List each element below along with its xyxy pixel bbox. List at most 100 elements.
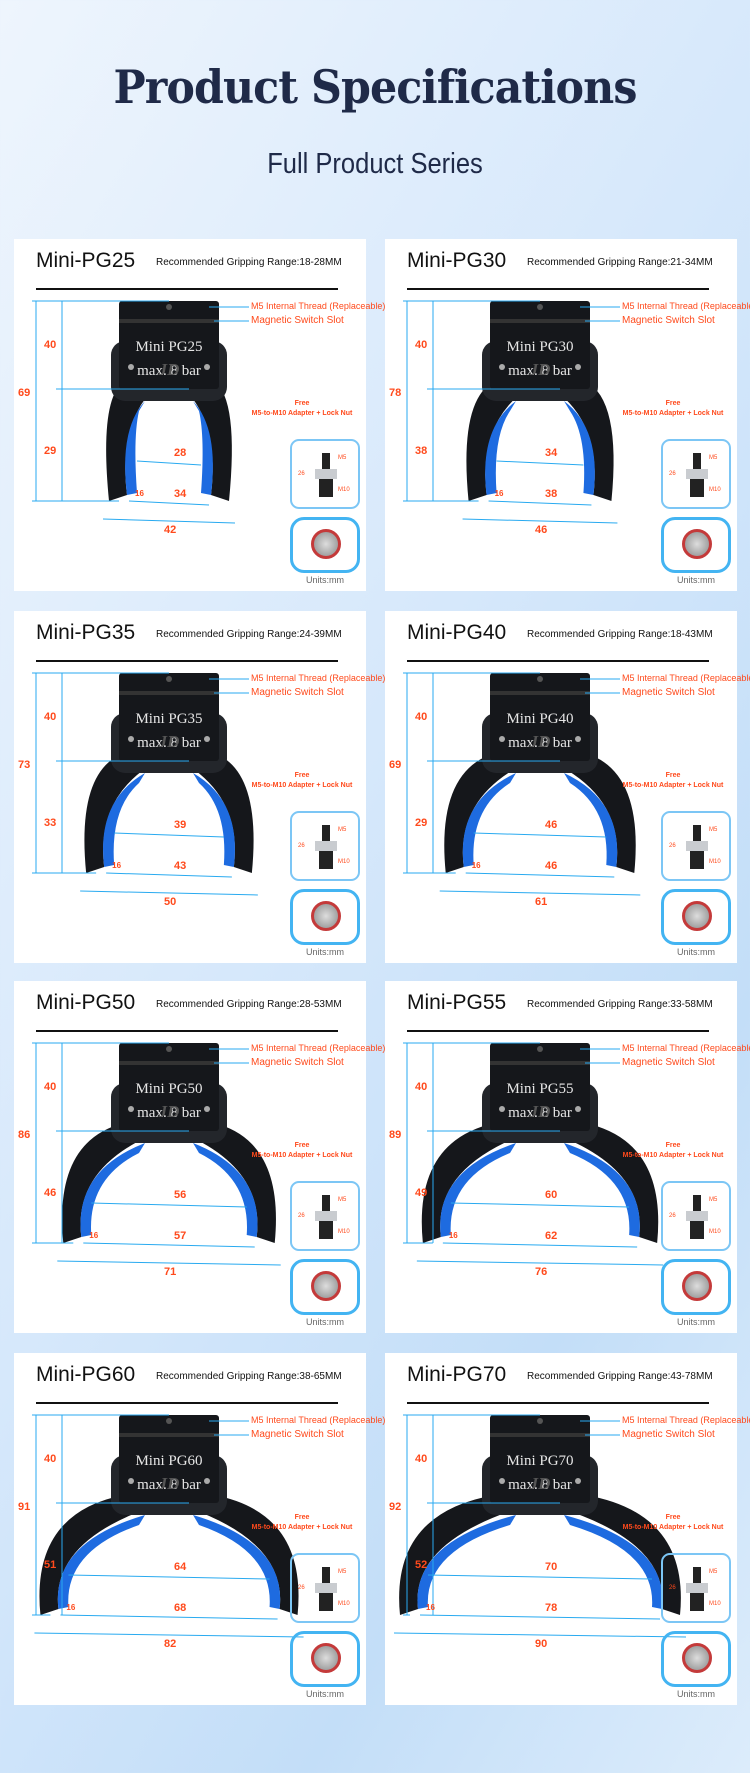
mid-width-label: 62 [545, 1230, 558, 1242]
mid-width-label: 78 [545, 1602, 558, 1614]
slot-callout: Magnetic Switch Slot [251, 315, 344, 326]
slot-callout: Magnetic Switch Slot [622, 687, 715, 698]
brand-logo: JD [529, 1474, 551, 1493]
adapter-image: M5 26 M10 [290, 811, 360, 881]
inner-width-label: 46 [545, 819, 558, 831]
adapter-length-label: 26 [669, 1585, 676, 1591]
body-pressure-text: max. 8 bar [508, 363, 572, 379]
top-height-label: 40 [415, 1081, 428, 1093]
mid-width-label: 46 [545, 860, 558, 872]
adapter-m10-shank [690, 1593, 704, 1611]
gripping-range: Recommended Gripping Range:21-34MM [527, 257, 713, 268]
brand-logo: JD [529, 732, 551, 751]
dimension-lines [32, 672, 258, 896]
adapter-length-label: 26 [298, 471, 305, 477]
brand-logo: JD [529, 1102, 551, 1121]
lock-nut-image [290, 1259, 360, 1315]
adapter-nut [315, 1583, 337, 1593]
adapter-m10-shank [319, 1221, 333, 1239]
adapter-label: M5-to-M10 Adapter + Lock Nut [251, 782, 353, 789]
adapter-image: M5 26 M10 [290, 439, 360, 509]
thread-callout: M5 Internal Thread (Replaceable) [622, 1043, 750, 1053]
body-pressure-text: max. 8 bar [137, 363, 201, 379]
body-model-text: Mini PG25 [135, 339, 202, 355]
adapter-m10-shank [319, 851, 333, 869]
total-height-label: 86 [18, 1129, 31, 1141]
thread-callout: M5 Internal Thread (Replaceable) [251, 301, 386, 311]
adapter-nut [315, 1211, 337, 1221]
gripper-jaws [106, 381, 232, 501]
brand-logo: JD [529, 360, 551, 379]
adapter-m10-label: M10 [709, 859, 721, 865]
title-divider [36, 660, 338, 662]
adapter-length-label: 26 [298, 1585, 305, 1591]
bottom-height-label: 52 [415, 1559, 428, 1571]
free-label: Free [294, 400, 310, 407]
adapter-m10-label: M10 [709, 1601, 721, 1607]
body-model-text: Mini PG60 [135, 1453, 202, 1469]
lock-nut-image [290, 1631, 360, 1687]
free-label: Free [665, 772, 681, 779]
page-subtitle: Full Product Series [267, 148, 483, 180]
finger-dim-label: 16 [112, 861, 122, 870]
title-divider [407, 1030, 709, 1032]
finger-dim-label: 16 [448, 1231, 458, 1240]
gripper-body: Mini PG30 max. 8 bar JD [482, 301, 598, 401]
adapter-m10-shank [690, 851, 704, 869]
free-label: Free [294, 1514, 310, 1521]
total-height-label: 78 [389, 387, 402, 399]
adapter-image: M5 26 M10 [661, 439, 731, 509]
body-model-text: Mini PG40 [506, 711, 573, 727]
dimension-lines [32, 1042, 281, 1266]
adapter-length-label: 26 [298, 843, 305, 849]
mid-width-label: 57 [174, 1230, 187, 1242]
adapter-m5-shank [693, 825, 701, 841]
body-pressure-text: max. 8 bar [508, 1477, 572, 1493]
body-model-text: Mini PG35 [135, 711, 202, 727]
body-model-text: Mini PG55 [506, 1081, 573, 1097]
inner-width-label: 34 [545, 447, 558, 459]
gripper-body: Mini PG50 max. 8 bar JD [111, 1043, 227, 1143]
lock-nut-icon [311, 1643, 341, 1673]
model-title: Mini-PG60 [36, 1363, 136, 1386]
outer-width-label: 71 [164, 1266, 177, 1278]
product-card: Mini PG30 max. 8 bar JD Mini-PG30 Recomm… [385, 239, 750, 591]
inner-width-label: 70 [545, 1561, 558, 1573]
outer-width-label: 90 [535, 1638, 548, 1650]
bottom-height-label: 46 [44, 1187, 57, 1199]
adapter-m10-label: M10 [338, 1229, 350, 1235]
adapter-m10-shank [690, 1221, 704, 1239]
units-label: Units:mm [677, 575, 715, 585]
adapter-image: M5 26 M10 [290, 1553, 360, 1623]
finger-dim-label: 16 [471, 861, 481, 870]
adapter-image: M5 26 M10 [661, 811, 731, 881]
adapter-nut [686, 1583, 708, 1593]
lock-nut-image [290, 517, 360, 573]
model-title: Mini-PG55 [407, 991, 507, 1014]
title-divider [36, 1402, 338, 1404]
units-label: Units:mm [306, 947, 344, 957]
lock-nut-icon [311, 529, 341, 559]
slot-callout: Magnetic Switch Slot [251, 1057, 344, 1068]
lock-nut-image [661, 517, 731, 573]
body-pressure-text: max. 8 bar [508, 1105, 572, 1121]
model-title: Mini-PG50 [36, 991, 136, 1014]
adapter-m5-label: M5 [338, 1569, 347, 1575]
gripping-range: Recommended Gripping Range:18-43MM [527, 629, 713, 640]
adapter-nut [686, 1211, 708, 1221]
adapter-m5-shank [693, 453, 701, 469]
bottom-height-label: 49 [415, 1187, 428, 1199]
total-height-label: 69 [18, 387, 31, 399]
model-title: Mini-PG30 [407, 249, 507, 272]
adapter-m5-shank [322, 453, 330, 469]
adapter-nut [315, 841, 337, 851]
gripper-jaws [466, 381, 614, 501]
finger-dim-label: 16 [426, 1603, 435, 1612]
inner-width-label: 56 [174, 1189, 187, 1201]
dimension-lines [403, 672, 641, 896]
gripper-body: Mini PG60 max. 8 bar JD [111, 1415, 227, 1515]
inner-width-label: 28 [174, 447, 187, 459]
